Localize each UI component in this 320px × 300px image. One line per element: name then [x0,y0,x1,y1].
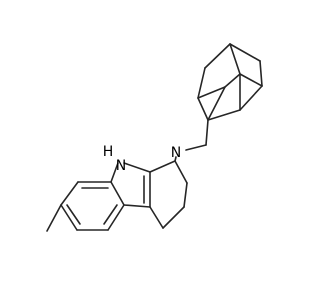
bond [123,204,151,208]
bond [197,86,226,99]
pyrrole-ring [110,162,151,208]
bond [60,204,78,231]
bond [66,204,81,225]
cyclohexene-ring [149,160,188,229]
benzene-ring [60,181,125,231]
bond [239,73,263,87]
bond [183,182,188,208]
bond [207,109,241,121]
bond [224,73,241,88]
bond [204,43,231,69]
bond [107,204,125,231]
adamantane-cage [197,43,263,121]
bond [229,43,261,62]
bond [162,206,185,229]
n-ch2-bond [185,144,207,151]
c1-n-bond [174,156,177,162]
ch2-adamantyl-bond [205,119,209,146]
bond [149,160,176,173]
methyl-bond [46,204,62,232]
bond [259,60,263,87]
bond [229,43,241,75]
structure-drawing: N H N [46,43,263,232]
bond [103,204,118,225]
molecule-canvas: N H N [46,43,263,232]
bond [60,181,79,206]
bond [239,85,263,111]
bond [110,181,125,206]
amine-n-label: N [171,145,181,161]
bond [207,86,226,121]
bond [110,162,119,183]
indole-h-label: H [103,144,114,160]
bond [123,162,151,173]
bond [197,67,206,99]
bond [174,160,188,184]
indole-n-label: N [116,158,126,174]
bond [197,97,209,121]
bond [149,206,164,229]
